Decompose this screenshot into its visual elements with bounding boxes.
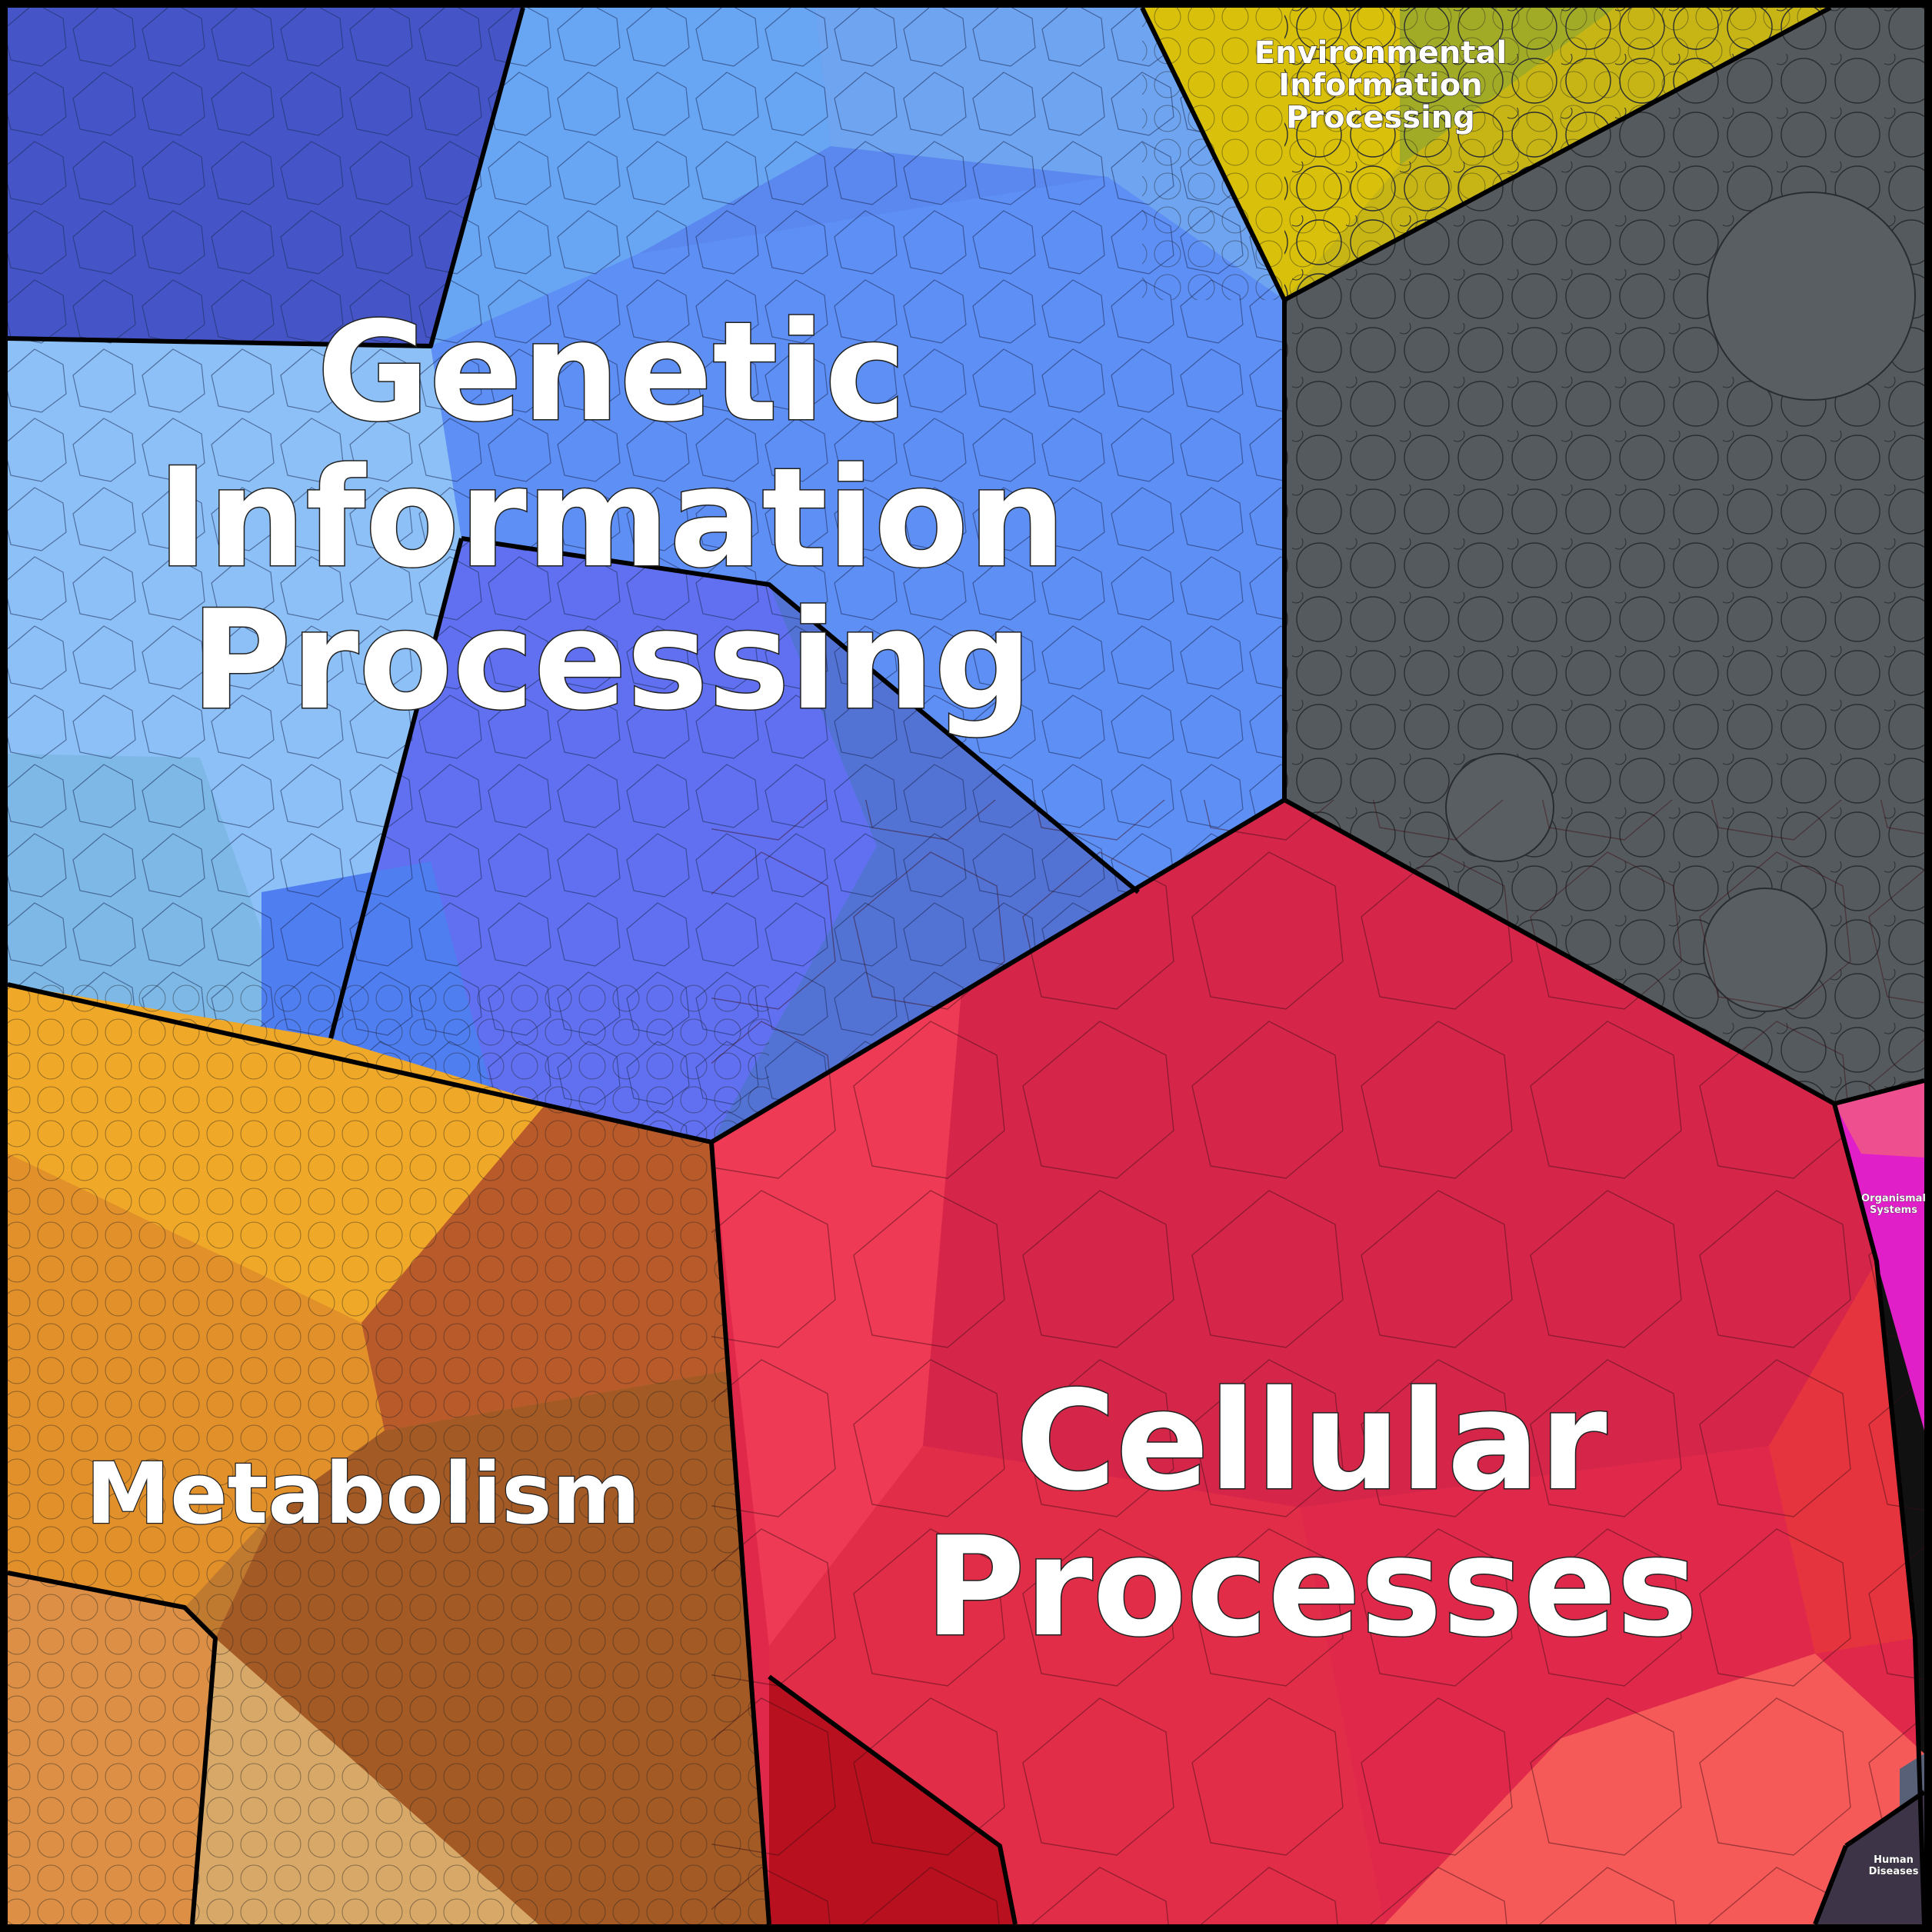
svg-text:Processes: Processes bbox=[924, 1507, 1697, 1667]
svg-text:Environmental: Environmental bbox=[1254, 35, 1507, 71]
label-environmental-information-processing: Environmental Information Processing bbox=[1254, 35, 1507, 135]
svg-text:Cellular: Cellular bbox=[1015, 1361, 1607, 1521]
region-borders bbox=[7, 5, 1927, 1926]
label-metabolism: Metabolism bbox=[85, 1444, 641, 1544]
svg-text:Human: Human bbox=[1874, 1854, 1914, 1866]
region-cellular-processes bbox=[711, 800, 1924, 1924]
svg-text:Genetic: Genetic bbox=[317, 292, 906, 451]
svg-text:Information: Information bbox=[157, 438, 1065, 598]
svg-text:Processing: Processing bbox=[1286, 100, 1475, 135]
svg-text:Information: Information bbox=[1278, 68, 1482, 103]
label-genetic-information-processing: Genetic Information Processing bbox=[156, 291, 1067, 741]
svg-text:Processing: Processing bbox=[191, 581, 1032, 740]
label-human-diseases: Human Diseases bbox=[1868, 1854, 1919, 1878]
svg-text:Organismal: Organismal bbox=[1861, 1193, 1926, 1204]
svg-text:Metabolism: Metabolism bbox=[86, 1444, 641, 1543]
svg-text:Systems: Systems bbox=[1870, 1204, 1917, 1216]
label-cellular-processes: Cellular Processes bbox=[924, 1361, 1699, 1668]
label-organismal-systems: Organismal Systems bbox=[1861, 1193, 1926, 1217]
svg-text:Diseases: Diseases bbox=[1869, 1866, 1919, 1877]
region-metabolism bbox=[8, 984, 769, 1924]
